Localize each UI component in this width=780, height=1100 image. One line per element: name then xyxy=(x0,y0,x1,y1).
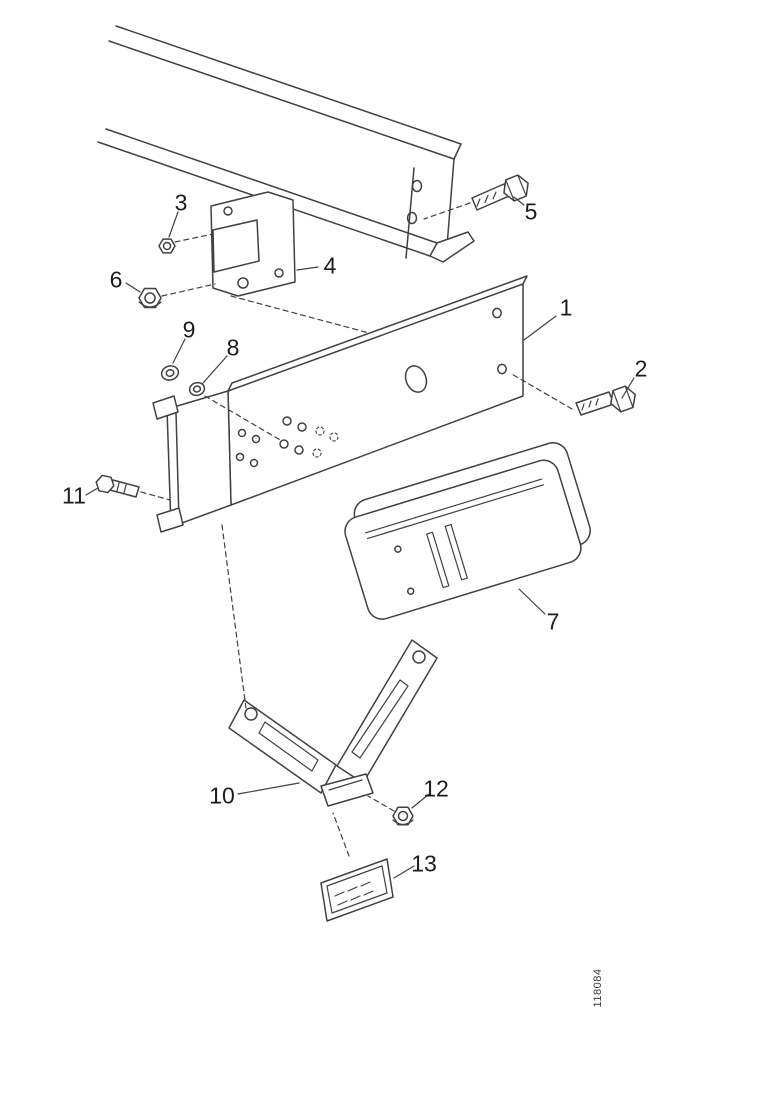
assembly-dashed-lines xyxy=(140,202,573,857)
washer-part-9 xyxy=(160,365,180,381)
drawing-code: 118084 xyxy=(592,968,604,1008)
callout-label-2: 2 xyxy=(634,355,648,382)
callout-label-4: 4 xyxy=(323,252,337,279)
mounting-plate-part-1 xyxy=(152,275,528,533)
callout-leader-lines xyxy=(85,196,635,879)
washer-part-8 xyxy=(188,381,206,397)
callout-label-12: 12 xyxy=(423,775,449,802)
nut-part-6 xyxy=(138,287,162,309)
bolt-part-5 xyxy=(471,174,529,211)
nut-part-3 xyxy=(158,238,176,254)
reflector-part-13 xyxy=(320,858,394,922)
callout-label-8: 8 xyxy=(226,334,240,361)
callout-label-10: 10 xyxy=(209,782,235,809)
callout-label-11: 11 xyxy=(62,482,86,509)
callout-label-9: 9 xyxy=(182,316,196,343)
nut-part-12 xyxy=(392,806,414,826)
callout-label-3: 3 xyxy=(174,189,188,216)
bolt-part-2 xyxy=(575,385,636,416)
lamp-housing-part-7 xyxy=(344,442,591,620)
bolt-part-11 xyxy=(95,474,140,498)
v-bracket-part-10 xyxy=(228,639,438,807)
callout-label-7: 7 xyxy=(546,608,560,635)
callout-label-6: 6 xyxy=(109,266,123,293)
callout-label-1: 1 xyxy=(559,294,573,321)
u-bracket-part-4 xyxy=(210,191,296,297)
callout-label-13: 13 xyxy=(411,850,437,877)
callout-label-5: 5 xyxy=(524,198,538,225)
